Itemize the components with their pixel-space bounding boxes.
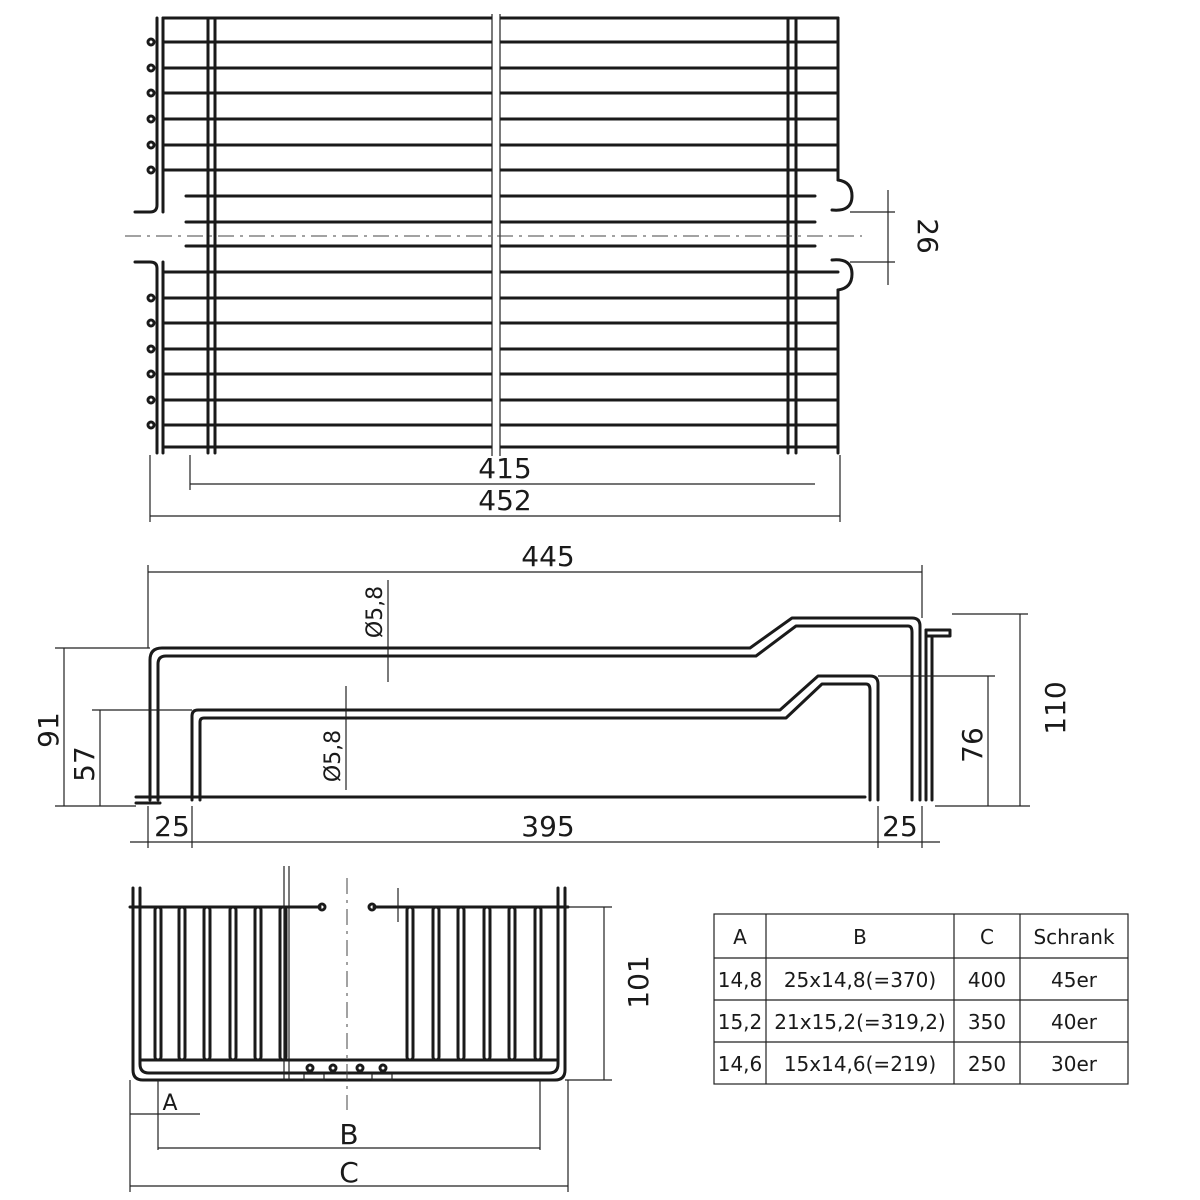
dim-26-label: 26 [911, 218, 944, 254]
rod-end-knob [146, 114, 156, 124]
vertical-bar [456, 905, 466, 1062]
top-view: 26 415 452 [125, 14, 944, 522]
rod-end-knob [146, 140, 156, 150]
dim-110-label: 110 [1039, 681, 1072, 734]
dim-91-label: 91 [32, 712, 65, 748]
dim-b-label: B [339, 1118, 358, 1151]
dim-dia-upper-label: Ø5,8 [363, 586, 388, 638]
vertical-bar [228, 905, 238, 1062]
clip-right [355, 1063, 365, 1073]
rod-end-knob [146, 369, 156, 379]
clip-arrow-right [371, 1073, 393, 1081]
dim-76-label: 76 [956, 727, 989, 763]
table-header-a: A [733, 925, 747, 949]
table-cell: 21x15,2(=319,2) [774, 1010, 945, 1034]
rod-end-knob [146, 293, 156, 303]
table-cell: 15,2 [718, 1010, 763, 1034]
table-cell: 25x14,8(=370) [784, 968, 936, 992]
front-view: 101 A B C [128, 866, 655, 1192]
dim-101-label: 101 [622, 955, 655, 1008]
rod-end-knobs [146, 37, 156, 430]
table-cell: 400 [968, 968, 1006, 992]
dim-a-label: A [162, 1091, 177, 1116]
inner-side-rod [190, 674, 880, 802]
outer-side-rod [148, 616, 922, 802]
table-cell: 14,8 [718, 968, 763, 992]
vertical-bar [533, 905, 543, 1062]
dim-445-label: 445 [521, 540, 574, 573]
clip-left [305, 1063, 315, 1073]
inner-side-rod-inner-edge [198, 682, 872, 802]
dim-25-left-label: 25 [154, 810, 190, 843]
table-header-schrank: Schrank [1033, 925, 1115, 949]
table-cell: 30er [1051, 1052, 1098, 1076]
rod-end-knob [146, 395, 156, 405]
table-cell: 15x14,6(=219) [784, 1052, 936, 1076]
right-hook-upper [830, 178, 854, 212]
clip-left-2 [328, 1063, 338, 1073]
vertical-bar [405, 905, 415, 1062]
vertical-bar [253, 905, 263, 1062]
rod-end-knob [146, 318, 156, 328]
vertical-bar [507, 905, 517, 1062]
dim-25-right-label: 25 [882, 810, 918, 843]
table-cell: 14,6 [718, 1052, 763, 1076]
rod-end-knob [146, 165, 156, 175]
rod-end-knob [146, 37, 156, 47]
table-cell: 40er [1051, 1010, 1098, 1034]
outer-side-rod-inner-edge [156, 624, 914, 802]
right-hook-lower [830, 258, 854, 292]
vertical-bar [431, 905, 441, 1062]
table-header-b: B [853, 925, 867, 949]
table-border [713, 913, 1129, 1085]
basket-outline-inner [138, 886, 560, 1075]
left-hook-lower [133, 260, 159, 455]
top-rail-right-end [367, 902, 377, 912]
side-view: 445 Ø5,8 Ø5,8 91 57 76 110 25 395 25 [32, 540, 1072, 848]
rod-end-knob [146, 420, 156, 430]
dim-57-label: 57 [68, 746, 101, 782]
rod-end-knob [146, 63, 156, 73]
dim-395-label: 395 [521, 810, 574, 843]
dim-415-label: 415 [478, 452, 531, 485]
dim-452-label: 452 [478, 484, 531, 517]
vertical-bar [153, 905, 163, 1062]
table-cell: 250 [968, 1052, 1006, 1076]
basket-outline [131, 886, 567, 1082]
clip-right-2 [378, 1063, 388, 1073]
rod-end-knob [146, 88, 156, 98]
hook-tab [924, 628, 952, 638]
vertical-bar [482, 905, 492, 1062]
dim-dia-lower-label: Ø5,8 [321, 730, 346, 782]
rod-end-knob [146, 344, 156, 354]
top-rail-left-end [317, 902, 327, 912]
vertical-bar [202, 905, 212, 1062]
left-hook-upper [133, 16, 159, 214]
vertical-bars [153, 905, 543, 1062]
vertical-bar [278, 905, 288, 1062]
size-table: A B C Schrank 14,8 25x14,8(=370) 400 45e… [713, 913, 1129, 1085]
table-cell: 45er [1051, 968, 1098, 992]
vertical-bar [177, 905, 187, 1062]
clip-arrow-left [303, 1073, 325, 1081]
table-cell: 350 [968, 1010, 1006, 1034]
dim-c-label: C [339, 1156, 359, 1189]
table-header-c: C [980, 925, 994, 949]
